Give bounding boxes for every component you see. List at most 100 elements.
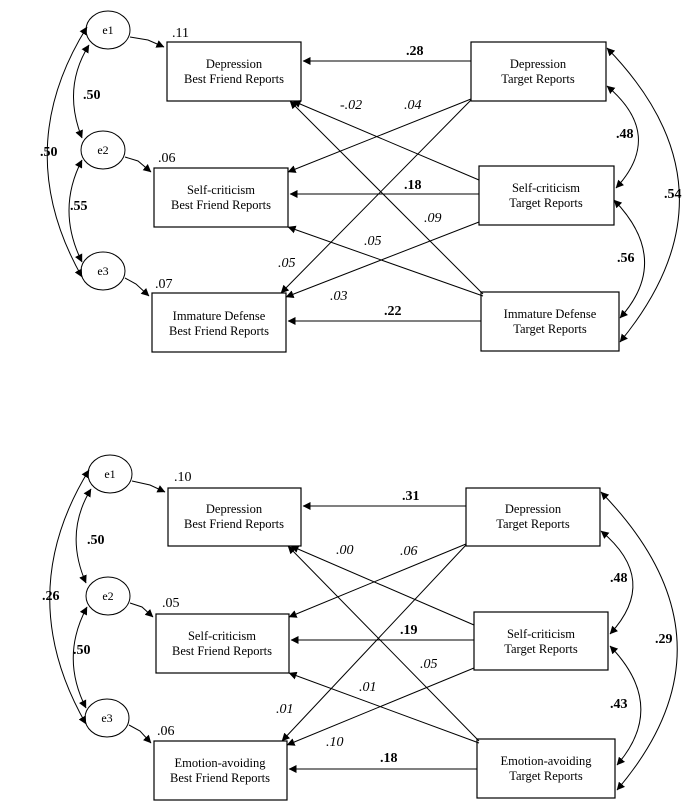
coef-third-to-self: .05 (364, 234, 382, 249)
coef-cov-tg-dep-third: .54 (664, 187, 682, 202)
coef-self-to-third: .03 (330, 289, 348, 304)
bf-selfcrit-line2: Best Friend Reports (172, 644, 272, 658)
bf-selfcrit-line1: Self-criticism (187, 183, 255, 197)
r2-bf-dep: .10 (174, 470, 192, 485)
tg-third-line1: Emotion-avoiding (501, 754, 593, 768)
tg-selfcrit-box (478, 165, 615, 226)
bf-third-box (153, 740, 288, 801)
coef-dep-to-self: .06 (400, 544, 418, 559)
cov-tg-dep-third (600, 491, 678, 791)
tg-depression-line2: Target Reports (496, 517, 570, 531)
coef-self-self: .18 (404, 178, 422, 193)
tg-third-line2: Target Reports (513, 322, 587, 336)
path-self-to-dep (292, 100, 480, 181)
coef-self-to-dep: -.02 (340, 98, 362, 113)
tg-selfcrit-line1: Self-criticism (507, 627, 575, 641)
coef-third-to-self: .01 (359, 680, 377, 695)
coef-self-to-dep: .00 (336, 543, 354, 558)
tg-selfcrit-box (473, 611, 609, 671)
r2-bf-dep: .11 (172, 26, 189, 41)
tg-selfcrit-line2: Target Reports (504, 642, 578, 656)
bf-depression-line1: Depression (206, 57, 263, 71)
cov-e1-e3 (49, 469, 90, 725)
error-e3-label: e3 (97, 264, 108, 278)
bf-selfcrit-box (155, 613, 290, 674)
tg-depression-line1: Depression (505, 502, 562, 516)
coef-cov-e1-e2: .50 (87, 533, 105, 548)
coef-third-to-dep: .05 (420, 657, 438, 672)
coef-dep-dep: .28 (406, 44, 424, 59)
r2-bf-third: .06 (157, 724, 175, 739)
path-self-to-third (286, 667, 475, 746)
tg-third-line1: Immature Defense (504, 307, 597, 321)
bf-third-line1: Immature Defense (173, 309, 266, 323)
coef-cov-tg-self-third: .56 (617, 251, 635, 266)
path-dep-to-self (287, 98, 472, 173)
coef-third-third: .18 (380, 751, 398, 766)
bf-third-box (151, 292, 287, 353)
tg-depression-box (470, 41, 607, 102)
path-third-to-dep (289, 100, 484, 295)
coef-dep-dep: .31 (402, 489, 420, 504)
panel-b: e1 e2 e3 Depression Best Friend Reports … (42, 454, 678, 801)
tg-depression-line2: Target Reports (501, 72, 575, 86)
error-e2-label: e2 (102, 589, 113, 603)
coef-cov-e1-e2: .50 (83, 88, 101, 103)
path-self-to-dep (290, 545, 475, 626)
coef-third-to-dep: .09 (424, 211, 442, 226)
bf-depression-line2: Best Friend Reports (184, 517, 284, 531)
arrow-e2-to-bf-self (129, 602, 154, 618)
r2-bf-third: .07 (155, 277, 173, 292)
coef-cov-e2-e3: .50 (73, 643, 91, 658)
bf-depression-line2: Best Friend Reports (184, 72, 284, 86)
tg-third-box (480, 291, 620, 352)
coef-cov-e1-e3: .50 (40, 145, 58, 160)
path-third-to-dep (287, 545, 480, 742)
tg-third-box (476, 738, 616, 799)
coef-dep-to-self: .04 (404, 98, 422, 113)
coef-cov-tg-dep-self: .48 (616, 127, 634, 142)
bf-third-line1: Emotion-avoiding (175, 756, 267, 770)
tg-third-line2: Target Reports (509, 769, 583, 783)
arrow-e2-to-bf-self (124, 156, 152, 173)
tg-depression-line1: Depression (510, 57, 567, 71)
tg-selfcrit-line1: Self-criticism (512, 181, 580, 195)
coef-self-to-third: .10 (326, 735, 344, 750)
error-e1-label: e1 (104, 467, 115, 481)
tg-depression-box (465, 487, 601, 547)
cov-e1-e3 (46, 26, 88, 278)
bf-third-line2: Best Friend Reports (169, 324, 269, 338)
cov-tg-dep-third (606, 47, 680, 343)
coef-cov-e1-e3: .26 (42, 589, 60, 604)
error-e2-label: e2 (97, 143, 108, 157)
path-dep-to-third (281, 544, 467, 742)
coef-cov-tg-dep-third: .29 (655, 632, 673, 647)
coef-third-third: .22 (384, 304, 402, 319)
coef-dep-to-third: .01 (276, 702, 294, 717)
coef-cov-e2-e3: .55 (70, 199, 88, 214)
coef-cov-tg-self-third: .43 (610, 697, 628, 712)
coef-cov-tg-dep-self: .48 (610, 571, 628, 586)
coef-self-self: .19 (400, 623, 418, 638)
path-dep-to-self (288, 543, 467, 618)
arrow-e1-to-bf-dep (129, 36, 165, 48)
arrow-e3-to-bf-third (124, 277, 150, 297)
bf-depression-box (167, 487, 302, 547)
error-e1-label: e1 (102, 23, 113, 37)
tg-selfcrit-line2: Target Reports (509, 196, 583, 210)
r2-bf-self: .05 (162, 596, 180, 611)
bf-third-line2: Best Friend Reports (170, 771, 270, 785)
bf-selfcrit-box (153, 167, 289, 228)
bf-depression-line1: Depression (206, 502, 263, 516)
r2-bf-self: .06 (158, 151, 176, 166)
bf-selfcrit-line2: Best Friend Reports (171, 198, 271, 212)
arrow-e3-to-bf-third (128, 724, 152, 744)
path-self-to-third (285, 221, 480, 298)
path-third-to-self (287, 225, 484, 297)
bf-depression-box (166, 41, 302, 102)
coef-dep-to-third: .05 (278, 256, 296, 271)
error-e3-label: e3 (101, 711, 112, 725)
panel-a: e1 e2 e3 Depression Best Friend Reports … (40, 10, 682, 353)
arrow-e1-to-bf-dep (131, 480, 166, 493)
